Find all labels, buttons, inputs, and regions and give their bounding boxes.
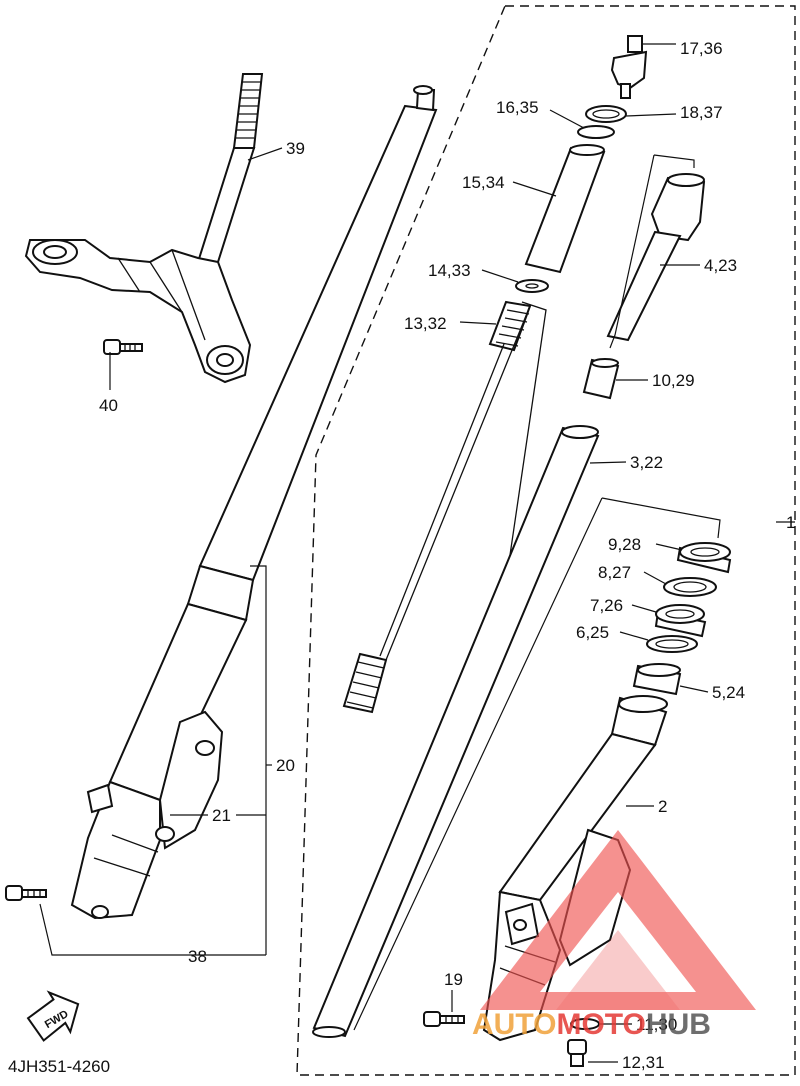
washer-part-16-35 [577,125,615,139]
label-11-30: 11,30 [636,1015,677,1034]
label-39: 39 [286,139,305,158]
o-ring-part-18-37 [585,105,627,123]
leader-16-35 [549,109,585,129]
steering-stem-part-39 [24,73,264,384]
bracket-4-23 [609,154,695,349]
bolt-part-40 [103,339,143,355]
label-4-23: 4,23 [704,256,737,275]
cap-bolt-part-17-36 [610,35,648,99]
watermark-auto: AUTO [472,1008,556,1041]
label-8-27: 8,27 [598,563,631,582]
leader-9-28 [655,543,683,551]
label-16-35: 16,35 [496,98,539,117]
label-7-26: 7,26 [590,596,623,615]
assembly-boundary-dashed [296,5,796,1076]
label-15-34: 15,34 [462,173,505,192]
watermark-triangle-icon [480,830,756,1010]
label-18-37: 18,37 [680,103,723,122]
leader-13-32 [459,321,497,325]
watermark-hub: HUB [646,1008,711,1041]
leader-5-24 [679,685,709,693]
inner-tube-part-3-22 [312,425,600,1038]
bracket-9-28 [353,497,721,1031]
label-17-36: 17,36 [680,39,723,58]
leader-18-37 [625,113,677,117]
label-40: 40 [99,396,118,415]
oil-lock-part-10-29 [582,358,620,400]
bolt-part-19 [423,1011,465,1027]
label-3-22: 3,22 [630,453,663,472]
leader-15-34 [512,181,557,197]
bolt-part-38 [5,885,47,901]
label-13-32: 13,32 [404,314,447,333]
leader-3-22 [589,461,627,464]
leader-6-25 [619,631,649,641]
damper-rod-part-4-23 [606,173,706,342]
label-10-29: 10,29 [652,371,695,390]
label-9-28: 9,28 [608,535,641,554]
clip-part-8-27 [663,577,717,597]
label-14-33: 14,33 [428,261,471,280]
bushing-part-5-24 [632,663,682,696]
label-21: 21 [212,806,231,825]
dust-seal-part-9-28 [676,542,732,574]
watermark: AUTOMOTOHUB [472,830,756,1041]
label-19: 19 [444,970,463,989]
label-2: 2 [658,797,667,816]
fwd-arrow-icon: FWD [26,990,80,1042]
label-20: 20 [276,756,295,775]
label-6-25: 6,25 [576,623,609,642]
label-38: 38 [188,947,207,966]
svg-text:AUTOMOTOHUB: AUTOMOTOHUB [472,1008,711,1041]
bracket-38 [39,903,266,956]
leader-7-26 [631,604,657,613]
washer-part-14-33 [515,279,549,293]
leader-8-27 [643,571,667,585]
leader-14-33 [481,269,519,283]
bolt-part-12-31 [567,1039,587,1067]
leader-39 [247,147,283,161]
oil-seal-part-7-26 [654,604,707,638]
label-1: 1 [786,513,795,532]
bracket-20 [250,565,267,955]
watermark-moto: MOTO [556,1008,645,1041]
fork-spring-part-13-32 [342,300,547,714]
washer-part-6-25 [646,635,698,653]
reference-code: 4JH351-4260 [8,1057,110,1076]
label-12-31: 12,31 [622,1053,665,1072]
spacer-tube-part-15-34 [524,144,606,274]
label-5-24: 5,24 [712,683,745,702]
fork-outer-tube-left-part-21 [70,564,255,920]
